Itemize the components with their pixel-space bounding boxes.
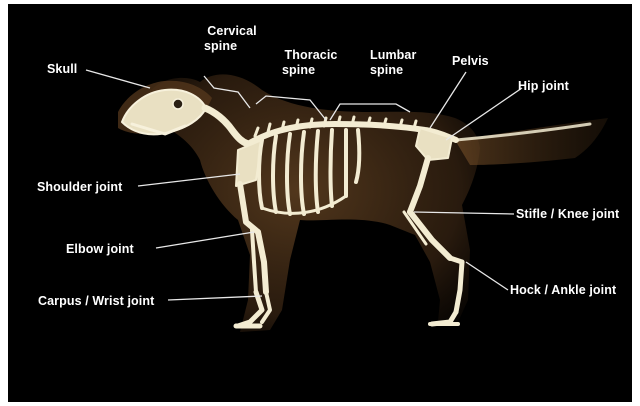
label-lumbar-spine: Lumbar spine (370, 48, 416, 78)
label-cervical-spine-line2: spine (202, 39, 262, 54)
label-shoulder-joint: Shoulder joint (37, 180, 122, 195)
label-thoracic-spine-line2: spine (278, 63, 344, 78)
label-pelvis: Pelvis (452, 54, 489, 69)
elbow-leader (156, 232, 254, 248)
label-cervical-spine: Cervical spine (202, 24, 262, 54)
carpus-leader (168, 296, 262, 300)
label-thoracic-spine-line1: Thoracic (278, 48, 344, 63)
label-skull: Skull (47, 62, 77, 77)
label-cervical-spine-line1: Cervical (202, 24, 262, 39)
label-hip-joint: Hip joint (518, 79, 569, 94)
label-carpus-wrist-joint: Carpus / Wrist joint (38, 294, 154, 309)
label-lumbar-spine-line1: Lumbar (370, 48, 416, 63)
skull-leader (86, 70, 150, 88)
label-thoracic-spine: Thoracic spine (278, 48, 344, 78)
label-lumbar-spine-line2: spine (370, 63, 416, 78)
label-elbow-joint: Elbow joint (66, 242, 134, 257)
label-hock-ankle-joint: Hock / Ankle joint (510, 283, 616, 298)
label-stifle-knee-joint: Stifle / Knee joint (516, 207, 619, 222)
hock-leader (466, 262, 508, 290)
